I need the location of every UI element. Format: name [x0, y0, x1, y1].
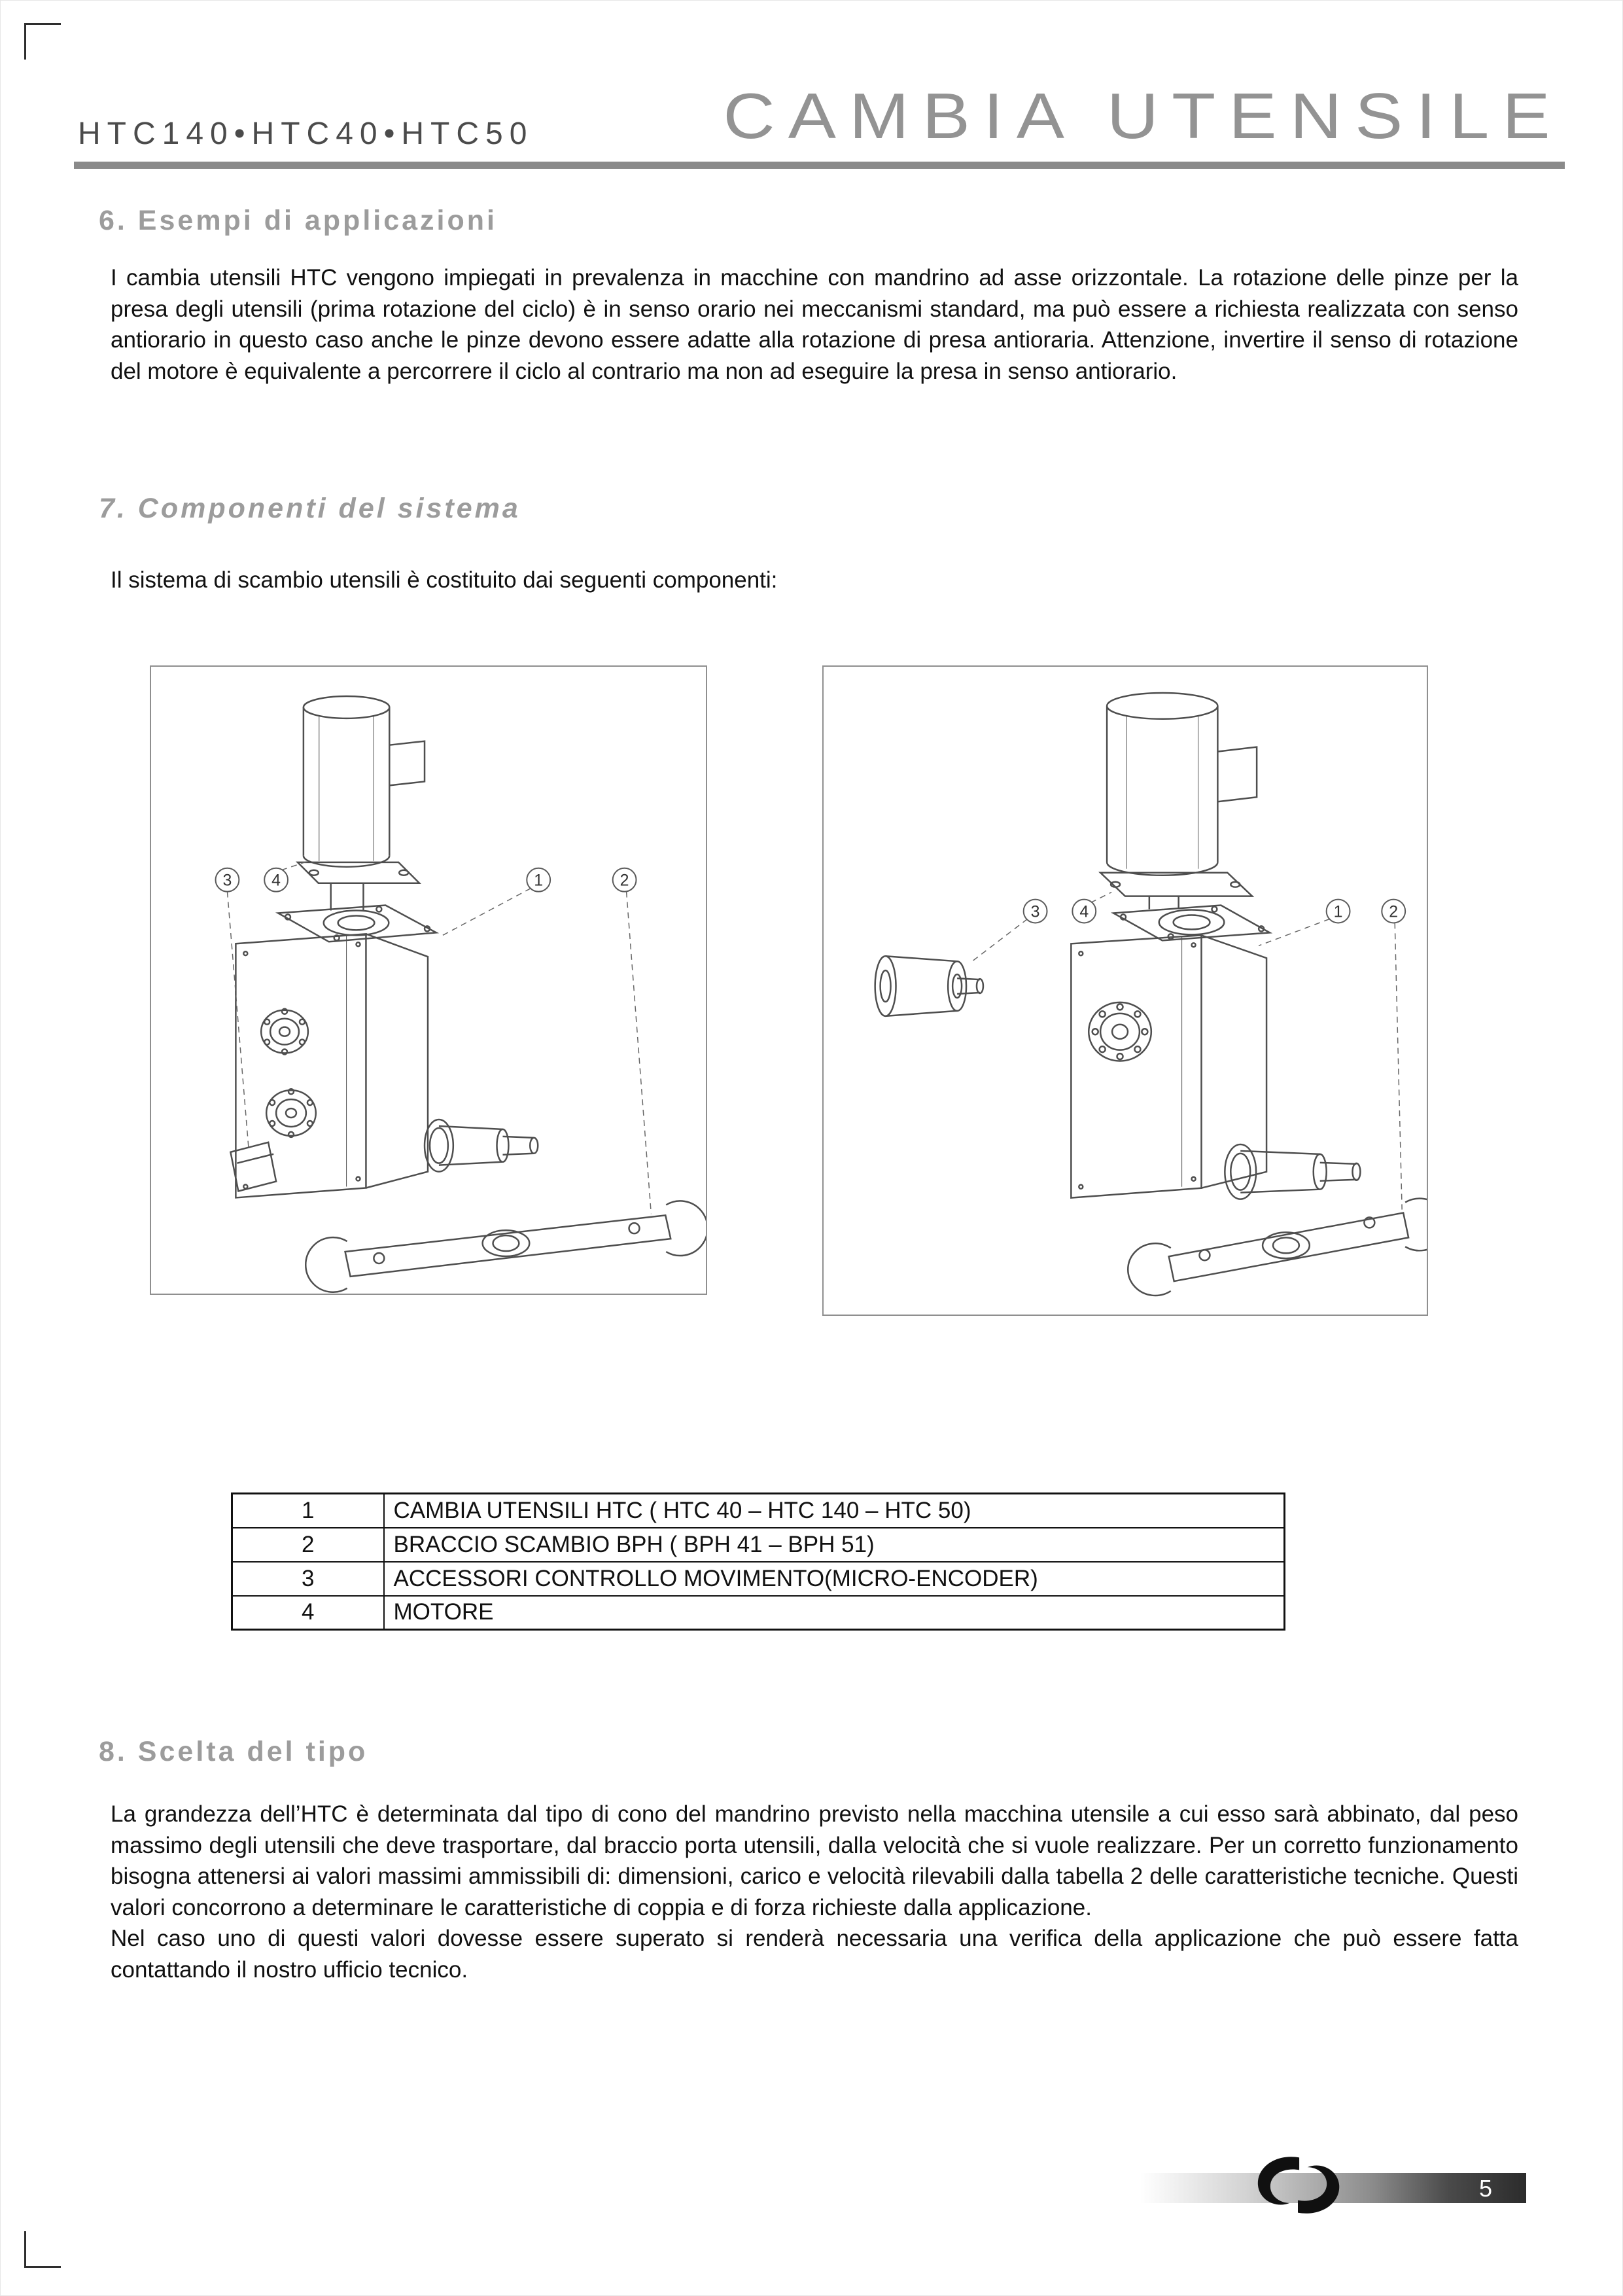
callout-1: 1 — [1325, 898, 1351, 924]
diagram-right-callouts: 3 4 1 2 — [1022, 898, 1406, 924]
table-row: 2 BRACCIO SCAMBIO BPH ( BPH 41 – BPH 51) — [231, 1527, 1285, 1563]
diagram-left-drawing: 3 4 1 2 — [215, 695, 706, 1293]
page-number: 5 — [1478, 2175, 1492, 2202]
output-shaft-drawing — [423, 1118, 539, 1173]
callout-3-label: 3 — [1031, 902, 1040, 921]
motor-drawing — [1098, 692, 1258, 910]
header-model-codes: HTC140•HTC40•HTC50 — [78, 116, 534, 151]
crop-mark-bottom-left-icon — [24, 2231, 61, 2268]
callout-2: 2 — [1381, 898, 1406, 924]
cam-block-drawing — [229, 1141, 277, 1193]
callout-2: 2 — [612, 867, 637, 892]
section-7-intro: Il sistema di scambio utensili è costitu… — [111, 565, 1518, 596]
callout-3: 3 — [215, 867, 240, 892]
callout-4: 4 — [264, 867, 289, 892]
diagram-right-drawing: 3 4 1 2 — [874, 692, 1427, 1297]
callout-1-label: 1 — [1334, 902, 1343, 921]
callout-1: 1 — [526, 867, 551, 892]
section-8-paragraphs: La grandezza dell’HTC è determinata dal … — [111, 1799, 1518, 1986]
gearbox-drawing — [1070, 904, 1273, 1199]
diagram-left-callout-leaders — [226, 860, 652, 1214]
header-divider — [74, 162, 1565, 169]
component-number-cell: 2 — [231, 1527, 385, 1563]
section-8-heading: 8. Scelta del tipo — [99, 1736, 368, 1767]
callout-4: 4 — [1072, 898, 1097, 924]
section-8-text-1: La grandezza dell’HTC è determinata dal … — [111, 1801, 1518, 1920]
callout-4-label: 4 — [271, 872, 281, 890]
component-desc-cell: CAMBIA UTENSILI HTC ( HTC 40 – HTC 140 –… — [383, 1492, 1285, 1528]
table-row: 3 ACCESSORI CONTROLLO MOVIMENTO(MICRO-EN… — [231, 1561, 1285, 1597]
component-desc-cell: MOTORE — [383, 1595, 1285, 1631]
brand-swirl-logo-icon — [1257, 2157, 1340, 2214]
gearbox-drawing — [235, 904, 440, 1199]
callout-1-label: 1 — [534, 872, 543, 890]
page-title: CAMBIA UTENSILE — [723, 80, 1563, 152]
section-6-text: I cambia utensili HTC vengono impiegati … — [111, 265, 1518, 384]
section-7-heading: 7. Componenti del sistema — [99, 493, 521, 524]
callout-2-label: 2 — [620, 872, 629, 890]
motor-drawing — [295, 695, 426, 911]
diagram-right: 3 4 1 2 — [822, 665, 1428, 1316]
callout-4-label: 4 — [1079, 902, 1089, 921]
callout-3-label: 3 — [223, 872, 232, 890]
callout-2-label: 2 — [1389, 902, 1398, 921]
component-desc-cell: ACCESSORI CONTROLLO MOVIMENTO(MICRO-ENCO… — [383, 1561, 1285, 1597]
component-desc-cell: BRACCIO SCAMBIO BPH ( BPH 41 – BPH 51) — [383, 1527, 1285, 1563]
output-shaft-drawing — [1224, 1143, 1361, 1200]
section-6-heading: 6. Esempi di applicazioni — [99, 205, 497, 236]
diagram-left: 3 4 1 2 — [150, 665, 707, 1295]
roller-drawing — [874, 955, 985, 1017]
section-6-paragraph: I cambia utensili HTC vengono impiegati … — [111, 262, 1518, 387]
exchange-arm-drawing — [305, 1200, 706, 1293]
table-row: 4 MOTORE — [231, 1595, 1285, 1631]
section-7-intro-text: Il sistema di scambio utensili è costitu… — [111, 567, 778, 593]
components-table: 1 CAMBIA UTENSILI HTC ( HTC 40 – HTC 140… — [231, 1492, 1285, 1631]
exchange-arm-drawing — [1127, 1197, 1427, 1297]
section-8-text-2: Nel caso uno di questi valori dovesse es… — [111, 1926, 1518, 1983]
diagram-left-callouts: 3 4 1 2 — [215, 867, 637, 892]
component-number-cell: 1 — [231, 1492, 385, 1528]
component-number-cell: 4 — [231, 1595, 385, 1631]
callout-3: 3 — [1022, 898, 1048, 924]
component-number-cell: 3 — [231, 1561, 385, 1597]
diagram-right-callout-leaders — [971, 891, 1403, 1210]
table-row: 1 CAMBIA UTENSILI HTC ( HTC 40 – HTC 140… — [231, 1492, 1285, 1528]
crop-mark-top-left-icon — [24, 23, 61, 60]
